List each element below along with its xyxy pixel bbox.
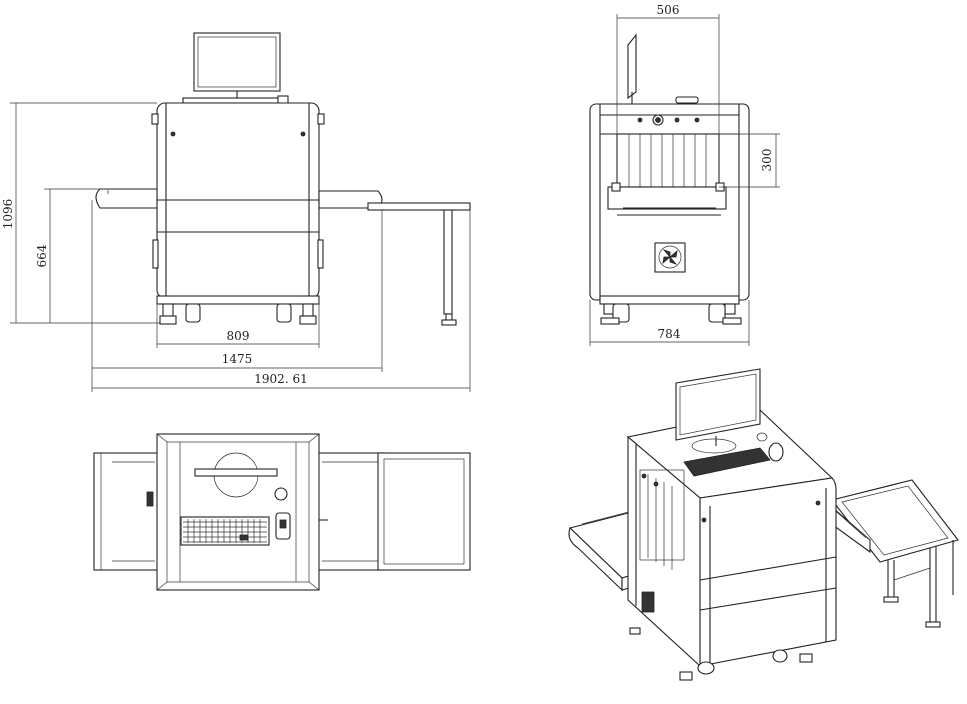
dim-tunnel-width: 506: [657, 3, 680, 17]
dim-tunnel-height: 300: [760, 149, 774, 172]
front-view: 1096 664 809 1475 1902. 61: [1, 32, 471, 392]
dim-body-depth: 784: [658, 327, 681, 341]
dim-length-with-belt: 1475: [222, 352, 253, 366]
isometric-view: [568, 368, 959, 681]
dim-height-total: 1096: [1, 199, 15, 230]
monitor: [193, 32, 281, 92]
body-top: [156, 433, 320, 591]
iso-keyboard: [683, 447, 771, 477]
entry-conveyor: [95, 188, 158, 209]
roller-table: [367, 202, 471, 211]
dim-length-total: 1902. 61: [254, 372, 307, 386]
iso-front: [699, 477, 837, 667]
tunnel-opening: [616, 133, 720, 188]
dim-width-body: 809: [227, 329, 250, 343]
dim-height-belt: 664: [35, 244, 49, 267]
side-view: 506 300 784: [589, 3, 780, 346]
top-view: [93, 433, 471, 591]
iso-monitor: [675, 368, 761, 441]
